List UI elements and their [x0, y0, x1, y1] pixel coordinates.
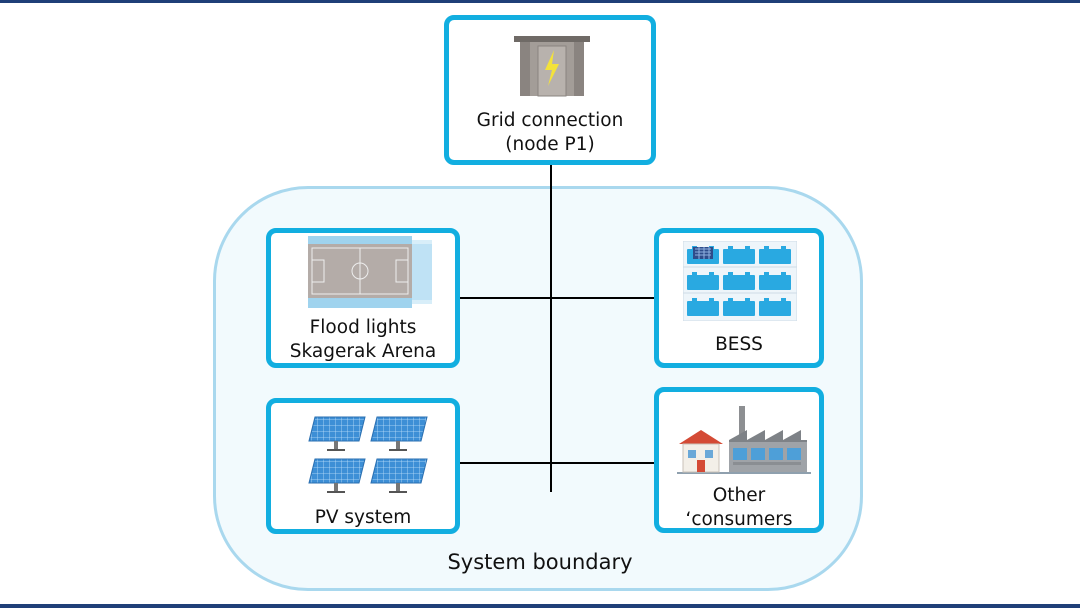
grid-connection-label-line2: (node P1) — [505, 134, 595, 155]
bottom-frame-line — [0, 604, 1080, 608]
house-factory-icon — [677, 406, 811, 474]
substation-icon — [514, 36, 590, 97]
top-frame-line — [0, 0, 1080, 3]
grid-connection-node: Grid connection (node P1) — [444, 15, 656, 165]
other-consumers-node: Other ‘consumers — [654, 387, 824, 533]
bess-label: BESS — [715, 334, 763, 355]
football-pitch-icon — [308, 236, 432, 308]
grid-connection-label-line1: Grid connection — [476, 110, 624, 131]
bess-node: BESS — [654, 228, 824, 368]
pv-system-label: PV system — [314, 507, 412, 528]
flood-lights-label-line1: Flood lights — [309, 317, 417, 338]
system-boundary-label: System boundary — [447, 550, 633, 574]
flood-lights-node: Flood lights Skagerak Arena — [266, 228, 460, 368]
pv-system-node: PV system — [266, 398, 460, 534]
solar-panel-icon — [308, 416, 428, 493]
other-consumers-label-line1: Other — [712, 485, 766, 506]
flood-lights-label-line2: Skagerak Arena — [289, 341, 437, 362]
other-consumers-label-line2: ‘consumers — [685, 509, 793, 530]
battery-rack-icon — [683, 241, 797, 321]
